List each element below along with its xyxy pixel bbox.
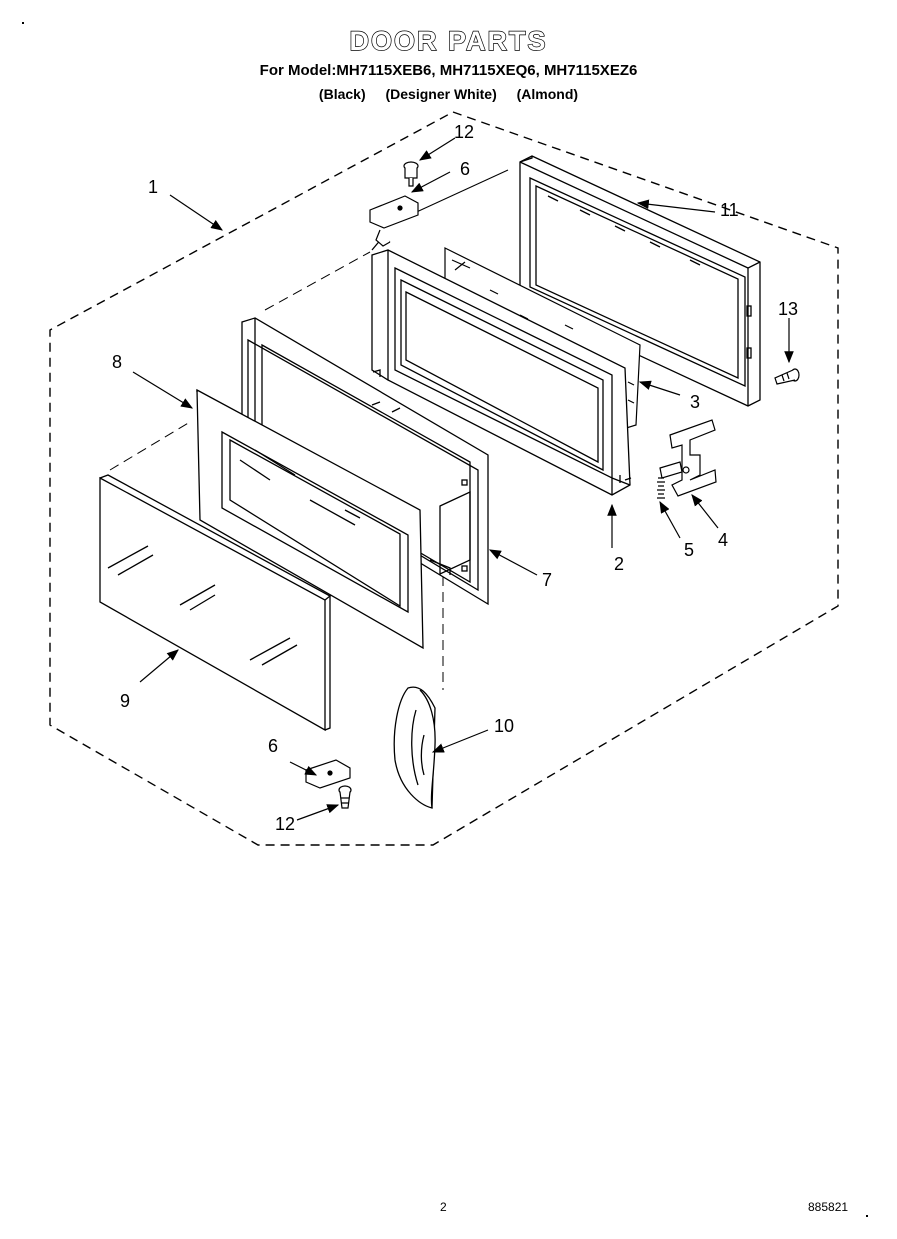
part-12-screw-bottom: [338, 785, 352, 809]
callout-13: 13: [778, 299, 798, 319]
callout-6-bottom: 6: [268, 736, 278, 756]
callout-7: 7: [542, 570, 552, 590]
callout-4: 4: [718, 530, 728, 550]
color-almond: (Almond): [516, 86, 579, 102]
part-10-handle: [393, 686, 436, 809]
model-list: For Model:MH7115XEB6, MH7115XEQ6, MH7115…: [259, 62, 638, 79]
part-13-screw: [774, 368, 800, 385]
document-number: 885821: [808, 1200, 849, 1214]
leader-arrows: [132, 137, 794, 821]
part-2-inner-door: [371, 237, 632, 496]
callout-2: 2: [614, 554, 624, 574]
part-6-hinge-bottom: [305, 759, 351, 789]
part-6-hinge-top: [369, 195, 419, 247]
page-number: 2: [440, 1200, 447, 1214]
callout-12-bottom: 12: [275, 814, 295, 834]
callout-12-top: 12: [454, 122, 474, 142]
color-list: (Black) (Designer White) (Almond): [0, 86, 897, 102]
part-9-glass: [99, 474, 332, 732]
callout-3: 3: [690, 392, 700, 412]
callout-8: 8: [112, 352, 122, 372]
callout-6-top: 6: [460, 159, 470, 179]
callout-1: 1: [148, 177, 158, 197]
callout-9: 9: [120, 691, 130, 711]
corner-mark: [22, 22, 24, 24]
color-designer-white: (Designer White): [385, 86, 497, 102]
callout-11: 11: [720, 200, 739, 220]
part-5-spring: [657, 477, 665, 499]
part-12-screw-top: [403, 161, 419, 187]
color-black: (Black): [318, 86, 366, 102]
corner-mark-bottom: [866, 1215, 868, 1217]
assembly-boundary: [49, 111, 839, 846]
page-title: DOOR PARTS: [349, 25, 548, 56]
part-8-trim-frame: [196, 388, 424, 650]
callout-10: 10: [494, 716, 514, 736]
part-4-latch: [659, 419, 717, 497]
part-11-frame: [519, 155, 761, 407]
callout-5: 5: [684, 540, 694, 560]
